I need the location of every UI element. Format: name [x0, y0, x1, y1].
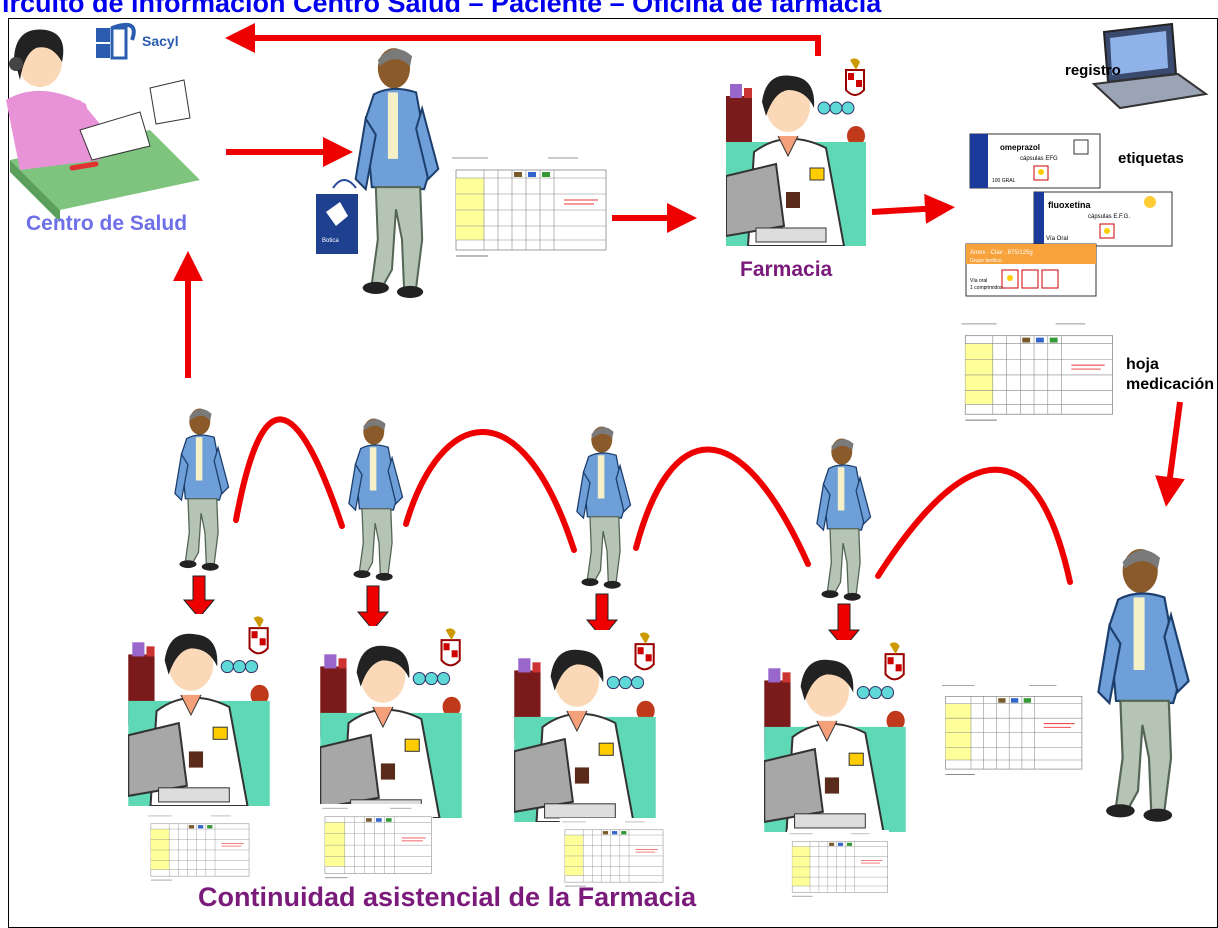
- medication-sheet-icon: [448, 152, 608, 262]
- arrow-farmacia-to-labels: [871, 193, 955, 224]
- fluoxetina-name: fluoxetina: [1048, 200, 1091, 210]
- patient-walking-icon: [174, 407, 230, 572]
- orange-sub: Grupo farético: [970, 258, 1002, 264]
- medication-sheet-icon: [786, 830, 890, 900]
- doctor-at-desk-icon: [6, 29, 200, 222]
- registro-label: registro: [1065, 62, 1121, 79]
- arrow-hoja-to-patient: [1155, 401, 1185, 507]
- pharmacist-at-computer-icon: [514, 630, 656, 822]
- pharmacist-at-computer-icon: [320, 626, 462, 818]
- arrow-farmacia-to-centro: [225, 23, 821, 56]
- fluoxetina-form: cápsulas E.F.G.: [1088, 214, 1130, 220]
- hoja-label-line1: hoja: [1126, 356, 1159, 373]
- svg-text:Botica: Botica: [322, 238, 339, 244]
- medication-sheet-icon: [318, 804, 434, 882]
- omeprazol-count: 100 GRAL: [992, 178, 1016, 184]
- pharmacist-at-computer-icon: [726, 56, 866, 246]
- orange-label-card: Amox - Clav . 875/125g Grupo farético Ví…: [965, 243, 1097, 297]
- omeprazol-label-card: omeprazol cápsulas EFG 100 GRAL: [969, 133, 1101, 189]
- fluoxetina-label-card: fluoxetina cápsulas E.F.G. Vía Oral: [1033, 191, 1173, 247]
- hoja-medicacion-label: hoja medicación: [1126, 355, 1214, 395]
- orange-title: Amox - Clav . 875/125g: [970, 250, 1033, 256]
- continuity-wave: [233, 416, 1073, 585]
- patient-walking-icon: [576, 425, 632, 590]
- orange-via: Vía oral: [970, 278, 987, 284]
- down-arrows: [182, 575, 861, 649]
- omeprazol-form: cápsulas EFG: [1020, 156, 1058, 162]
- hoja-label-line2: medicación: [1126, 376, 1215, 393]
- diagram-title: ircuito de información Centro Salud – Pa…: [2, 0, 882, 18]
- medication-sheet-icon: [145, 812, 251, 884]
- patient-walking-icon: [1097, 547, 1190, 824]
- flow-arrows: [173, 23, 1185, 507]
- continuidad-label: Continuidad asistencial de la Farmacia: [198, 882, 697, 912]
- medication-sheet-icon: [956, 318, 1116, 426]
- patient-walking-icon: [348, 417, 404, 582]
- omeprazol-name: omeprazol: [1000, 143, 1040, 152]
- sacyl-logo-text: Sacyl: [142, 33, 179, 49]
- pharmacist-at-computer-icon: [764, 640, 906, 832]
- pharmacy-bag-icon: Botica: [316, 179, 358, 254]
- pharmacist-at-computer-icon: [128, 614, 270, 806]
- down-arrow: [585, 593, 619, 639]
- patient-walking-icon: [816, 437, 872, 602]
- laptop-icon: [1091, 22, 1209, 110]
- sacyl-logo-icon: Sacyl: [96, 23, 179, 60]
- down-arrow: [356, 585, 390, 631]
- down-arrow: [182, 575, 216, 619]
- fluoxetina-via: Vía Oral: [1046, 236, 1068, 242]
- etiquetas-label: etiquetas: [1118, 150, 1184, 167]
- patient-walking-icon: [354, 46, 440, 300]
- orange-count: 1 comprimidos: [970, 285, 1003, 291]
- medication-sheet-icon: [559, 818, 665, 890]
- centro-de-salud-label: Centro de Salud: [26, 212, 188, 235]
- farmacia-label: Farmacia: [740, 258, 833, 281]
- down-arrow: [827, 603, 861, 649]
- medication-sheet-icon: [937, 680, 1085, 780]
